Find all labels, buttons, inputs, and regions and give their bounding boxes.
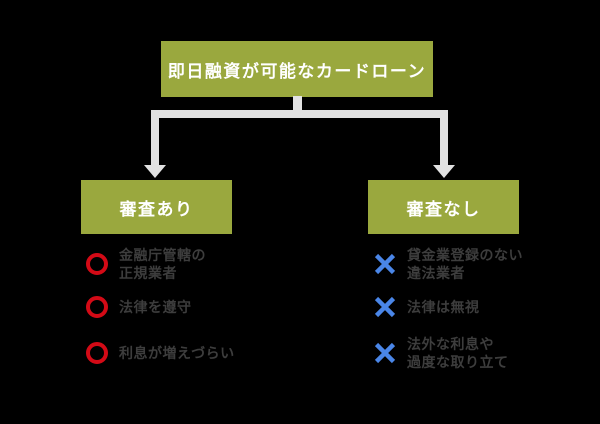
cross-icon [374,342,396,364]
list-item-text: 法律を遵守 [119,298,192,316]
branch-box-label: 審査なし [406,199,481,219]
list-item-line: 利息が増えづらい [119,345,235,361]
list-item: 利息が増えづらい [86,342,306,364]
list-item-line: 法律を遵守 [119,299,192,315]
cross-icon [374,253,396,275]
branch-box-screening-yes: 審査あり [81,180,232,234]
cross-icon [374,296,396,318]
list-item: 貸金業登録のない 違法業者 [374,246,594,282]
list-item-line: 違法業者 [407,265,465,281]
list-item: 法律を遵守 [86,296,306,318]
list-item-line: 法外な利息や [407,336,494,352]
list-item-text: 法律は無視 [407,298,480,316]
branch-box-label: 審査あり [119,199,194,219]
list-item-line: 金融庁管轄の [119,247,206,263]
list-item-line: 正規業者 [119,265,177,281]
connector-stub [293,96,302,111]
root-box: 即日融資が可能なカードローン [161,41,433,97]
list-item-text: 金融庁管轄の 正規業者 [119,246,206,282]
connector-right-line [440,110,448,166]
arrow-down-icon [433,165,455,178]
connector-left-line [151,110,159,166]
root-box-label: 即日融資が可能なカードローン [167,61,427,81]
circle-icon [86,296,108,318]
list-item: 法外な利息や 過度な取り立て [374,335,594,371]
connector-horizontal-line [151,110,448,118]
circle-icon [86,342,108,364]
list-item-line: 法律は無視 [407,299,480,315]
list-item-text: 法外な利息や 過度な取り立て [407,335,509,371]
list-item-line: 貸金業登録のない [407,247,523,263]
branch-box-screening-no: 審査なし [368,180,519,234]
list-item-text: 貸金業登録のない 違法業者 [407,246,523,282]
arrow-down-icon [144,165,166,178]
list-item: 金融庁管轄の 正規業者 [86,246,306,282]
list-item-text: 利息が増えづらい [119,344,235,362]
list-item: 法律は無視 [374,296,594,318]
list-item-line: 過度な取り立て [407,354,509,370]
circle-icon [86,253,108,275]
